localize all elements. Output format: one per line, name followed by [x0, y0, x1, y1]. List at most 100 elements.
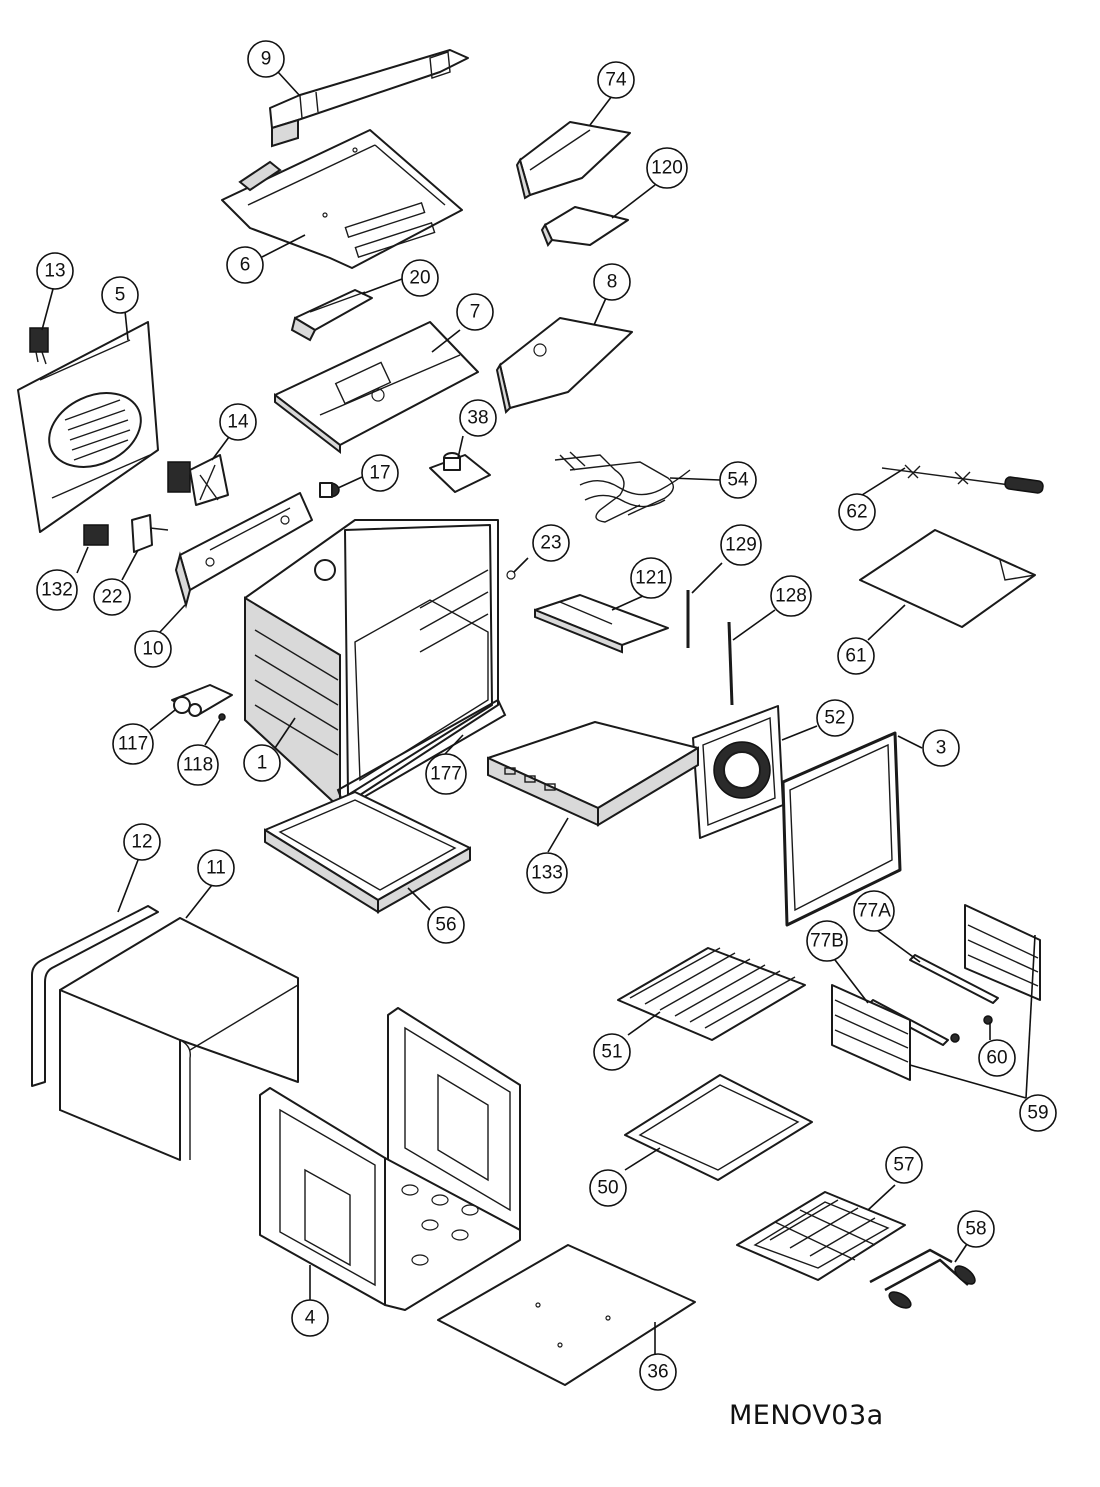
callout-128: 128	[770, 575, 812, 617]
svg-text:120: 120	[651, 158, 683, 179]
svg-text:59: 59	[1027, 1103, 1048, 1124]
callout-3: 3	[922, 729, 960, 767]
callout-7: 7	[456, 293, 494, 331]
callout-52: 52	[816, 699, 854, 737]
part-base-tray	[487, 721, 699, 827]
callout-10: 10	[134, 630, 172, 668]
svg-text:17: 17	[369, 463, 390, 484]
svg-text:129: 129	[725, 535, 757, 556]
callout-11: 11	[197, 849, 235, 887]
svg-text:6: 6	[240, 255, 251, 276]
part-screw	[506, 570, 516, 580]
callout-12: 12	[123, 823, 161, 861]
callout-5: 5	[101, 276, 139, 314]
callout-77A: 77A	[853, 890, 895, 932]
part-side-panels	[259, 1007, 521, 1311]
part-wire-shelf	[617, 947, 806, 1041]
part-bottom-frame	[264, 791, 471, 914]
callout-22: 22	[93, 578, 131, 616]
svg-text:74: 74	[605, 70, 627, 91]
part-rear-panel	[17, 321, 159, 533]
svg-text:22: 22	[101, 587, 122, 608]
svg-text:133: 133	[531, 863, 563, 884]
part-top-cover-panel	[221, 129, 463, 269]
svg-text:8: 8	[607, 272, 618, 293]
part-bottom-plate	[437, 1244, 696, 1386]
callout-20: 20	[401, 259, 439, 297]
callout-51: 51	[593, 1033, 631, 1071]
callout-133: 133	[526, 852, 568, 894]
callout-61: 61	[837, 637, 875, 675]
callout-121: 121	[630, 557, 672, 599]
callout-120: 120	[646, 147, 688, 189]
callout-14: 14	[219, 403, 257, 441]
callout-13: 13	[36, 252, 74, 290]
part-inner-door-glass	[692, 705, 784, 839]
svg-text:10: 10	[142, 639, 163, 660]
callout-74: 74	[597, 61, 635, 99]
part-side-support-bracket	[174, 492, 313, 609]
callout-177: 177	[425, 753, 467, 795]
part-terminal-block	[83, 524, 109, 546]
svg-text:51: 51	[601, 1042, 622, 1063]
svg-text:36: 36	[647, 1362, 668, 1383]
callout-36: 36	[639, 1353, 677, 1391]
svg-text:9: 9	[261, 49, 272, 70]
part-lamp-holder	[429, 452, 491, 493]
callout-117: 117	[112, 723, 154, 765]
callout-23: 23	[532, 524, 570, 562]
svg-text:177: 177	[430, 764, 462, 785]
svg-text:14: 14	[227, 412, 249, 433]
part-outer-door-glass	[781, 731, 902, 927]
part-rotisserie-motor	[131, 514, 169, 553]
svg-text:1: 1	[257, 753, 268, 774]
part-door-seal-strip-b	[727, 621, 734, 706]
callout-9: 9	[247, 40, 285, 78]
callout-1: 1	[243, 744, 281, 782]
svg-text:13: 13	[44, 261, 65, 282]
part-cooling-fan-motor	[290, 289, 373, 342]
part-grill-rack	[736, 1191, 906, 1281]
callout-38: 38	[459, 399, 497, 437]
svg-text:7: 7	[470, 302, 481, 323]
part-runner-screw	[950, 1015, 993, 1043]
callout-132: 132	[36, 569, 78, 611]
svg-text:61: 61	[845, 646, 866, 667]
callout-60: 60	[978, 1039, 1016, 1077]
part-thermostat-switch	[29, 327, 49, 365]
svg-text:50: 50	[597, 1178, 618, 1199]
part-tray-handle	[869, 1248, 976, 1309]
callout-59: 59	[1019, 1094, 1057, 1132]
part-side-plate	[495, 317, 633, 415]
svg-text:23: 23	[540, 533, 561, 554]
svg-text:58: 58	[965, 1219, 986, 1240]
svg-text:20: 20	[409, 268, 430, 289]
part-small-screw	[218, 713, 226, 721]
svg-text:5: 5	[115, 285, 126, 306]
svg-text:11: 11	[206, 858, 226, 879]
callout-50: 50	[589, 1169, 627, 1207]
svg-text:3: 3	[936, 738, 947, 759]
svg-text:38: 38	[467, 408, 488, 429]
part-outer-casing	[59, 917, 299, 1161]
callout-8: 8	[593, 263, 631, 301]
callout-6: 6	[226, 246, 264, 284]
part-rotisserie-frame	[859, 529, 1036, 628]
part-grill-element	[554, 451, 691, 523]
svg-text:54: 54	[727, 470, 749, 491]
part-top-rear-duct	[269, 49, 469, 148]
svg-text:4: 4	[305, 1308, 316, 1329]
svg-text:12: 12	[131, 832, 152, 853]
callout-118: 118	[177, 744, 219, 786]
part-baking-tray	[624, 1074, 813, 1181]
callout-62: 62	[838, 493, 876, 531]
svg-text:121: 121	[635, 568, 667, 589]
svg-text:132: 132	[41, 580, 73, 601]
svg-text:77A: 77A	[857, 901, 891, 922]
svg-text:56: 56	[435, 915, 456, 936]
svg-text:77B: 77B	[810, 931, 844, 952]
callout-56: 56	[427, 906, 465, 944]
part-rotisserie-spit	[881, 464, 1044, 494]
callout-54: 54	[719, 461, 757, 499]
